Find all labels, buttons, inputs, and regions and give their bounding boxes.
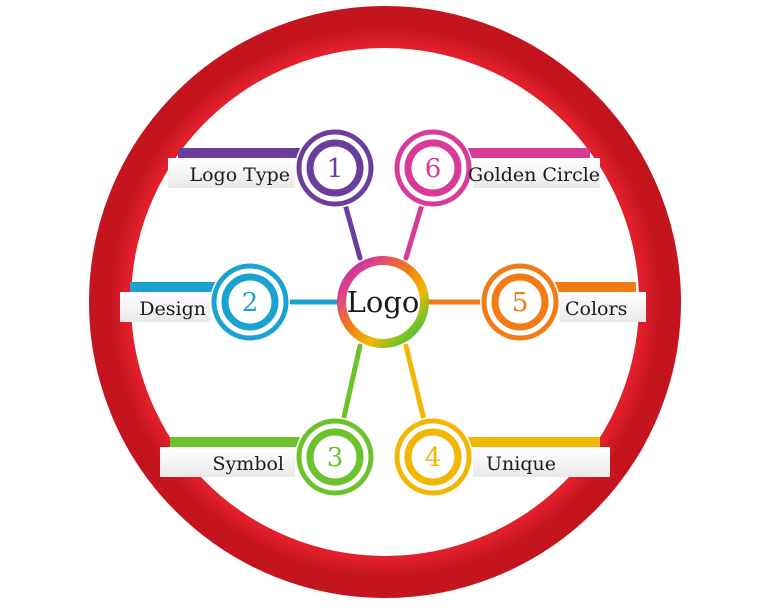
nodes: 1 Logo Type 2 Design 3 Symbol 4 Unique 5 Colors 6 G… <box>120 128 646 497</box>
node-bar-5 <box>520 282 636 292</box>
node-1: 1 Logo Type <box>168 128 375 208</box>
node-outer-ring-6 <box>394 129 472 207</box>
node-inner-ring-5 <box>491 273 549 331</box>
center-hub: Logo <box>337 256 429 348</box>
label-tag-5 <box>560 292 646 322</box>
node-outer-ring-4 <box>394 418 472 496</box>
node-4: 4 Unique <box>393 417 610 497</box>
node-outer-ring-1 <box>296 129 374 207</box>
node-label-4: Unique <box>486 453 556 475</box>
node-outer-ring-3 <box>296 418 374 496</box>
node-label-5: Colors <box>565 298 627 320</box>
node-inner-ring-6 <box>404 139 462 197</box>
label-tag-3 <box>160 447 295 477</box>
node-outer-ring-2 <box>211 263 289 341</box>
node-bar-2 <box>130 282 250 292</box>
outer-ring <box>89 6 681 598</box>
node-label-3: Symbol <box>213 453 284 475</box>
node-inner-ring-3 <box>306 428 364 486</box>
node-inner-ring-1 <box>306 139 364 197</box>
node-outer-ring-5 <box>481 263 559 341</box>
node-inner-ring-2 <box>221 273 279 331</box>
label-tag-6 <box>473 158 600 188</box>
node-number-2: 2 <box>242 288 259 318</box>
label-tag-2 <box>120 292 210 322</box>
label-tag-1 <box>168 158 295 188</box>
node-3: 3 Symbol <box>160 417 375 497</box>
node-number-5: 5 <box>512 288 529 318</box>
label-tag-4 <box>473 447 610 477</box>
node-number-1: 1 <box>327 154 344 184</box>
node-bar-4 <box>433 437 600 447</box>
node-label-2: Design <box>139 298 206 320</box>
center-label: Logo <box>347 285 420 319</box>
node-5: 5 Colors <box>480 262 646 342</box>
node-number-6: 6 <box>425 154 442 184</box>
node-2: 2 Design <box>120 262 290 342</box>
node-bar-1 <box>178 148 335 158</box>
node-label-6: Golden Circle <box>468 164 600 186</box>
node-number-4: 4 <box>425 443 442 473</box>
node-inner-ring-4 <box>404 428 462 486</box>
node-bar-6 <box>433 148 590 158</box>
node-bar-3 <box>170 437 335 447</box>
node-number-3: 3 <box>327 443 344 473</box>
node-label-1: Logo Type <box>189 164 290 186</box>
node-6: 6 Golden Circle <box>393 128 600 208</box>
